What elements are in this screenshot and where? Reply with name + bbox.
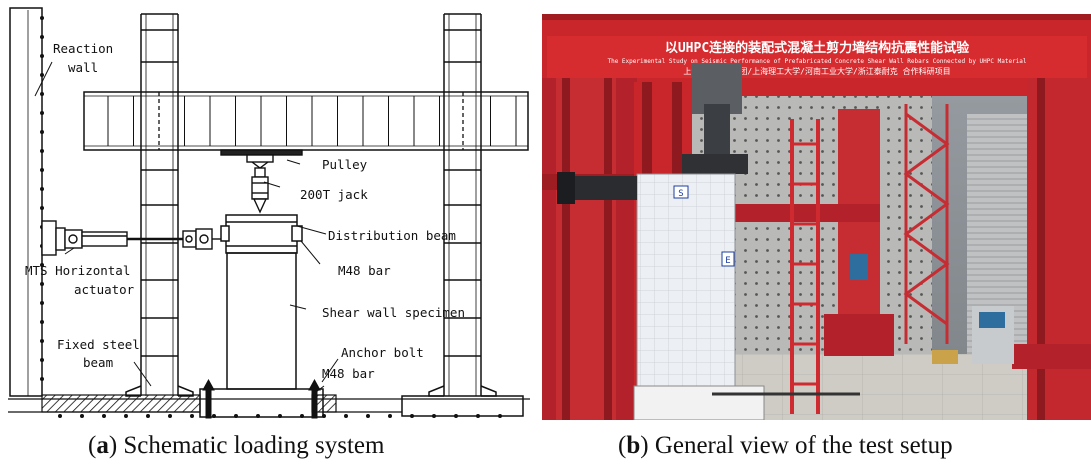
- shear-wall-specimen-photo: [637, 174, 735, 394]
- pulley: [220, 149, 303, 169]
- left-red-column: [542, 78, 637, 420]
- horizontal-actuator-photo: [557, 172, 637, 204]
- lattice-tower: [903, 104, 950, 344]
- specimen-tag-s: S: [678, 189, 683, 199]
- fixed-beam-label-1: Fixed steel: [57, 337, 140, 352]
- distribution-beam: [220, 214, 303, 254]
- banner-institutions: 上海建工二建集团/上海理工大学/河南工业大学/浙江泰耐克 合作科研项目: [683, 66, 950, 76]
- shear-wall-label: Shear wall specimen: [322, 305, 465, 320]
- center-red-pillar: [732, 109, 894, 356]
- caption-b-letter: (b): [618, 432, 649, 459]
- shear-wall-specimen: [199, 252, 324, 418]
- fixed-beam-label-2: beam: [83, 355, 113, 370]
- reaction-wall-bolts: [40, 16, 44, 381]
- fixed-steel-beam: [41, 394, 337, 413]
- hydraulic-jack: [251, 167, 269, 214]
- red-ladder: [790, 119, 820, 414]
- reaction-wall: [9, 7, 43, 397]
- caption-a-text: Schematic loading system: [117, 432, 385, 459]
- caption-b: (b) General view of the test setup: [618, 432, 953, 466]
- leader-lines: [34, 61, 339, 393]
- distribution-beam-label: Distribution beam: [328, 228, 456, 243]
- actuator-label-1: MTS Horizontal: [25, 263, 130, 278]
- test-setup-photo: 以UHPC连接的装配式混凝土剪力墙结构抗震性能试验 The Experiment…: [542, 14, 1091, 420]
- m48-bar-bottom-label: M48 bar: [322, 366, 375, 381]
- lab-equipment: [850, 254, 1014, 364]
- caption-a-letter: (a): [88, 432, 118, 459]
- actuator-label-2: actuator: [74, 282, 135, 297]
- mts-actuator: [41, 220, 221, 256]
- caption-b-text: General view of the test setup: [648, 432, 953, 459]
- cross-beam: [83, 91, 529, 151]
- jack-label: 200T jack: [300, 187, 368, 202]
- m48-bar-top-label: M48 bar: [338, 263, 391, 278]
- schematic-loading-system: Reaction wall Pulley 200T jack Distribut…: [8, 7, 530, 419]
- reaction-wall-label-2: wall: [68, 60, 98, 75]
- pulley-label: Pulley: [322, 157, 368, 172]
- banner-subtitle: The Experimental Study on Seismic Perfor…: [607, 58, 1026, 65]
- anchor-bolts: [202, 378, 321, 419]
- beam-dashed-lines: [158, 92, 464, 150]
- banner-title: 以UHPC连接的装配式混凝土剪力墙结构抗震性能试验: [665, 40, 970, 56]
- left-column: [125, 13, 194, 397]
- cross-beam-stiffeners: [107, 96, 517, 146]
- caption-a: (a) Schematic loading system: [88, 432, 384, 466]
- right-column: [401, 13, 524, 417]
- ground-bolts: [58, 414, 502, 418]
- reaction-wall-label-1: Reaction: [53, 41, 113, 56]
- specimen-tag-e: E: [725, 256, 730, 266]
- banner: [547, 36, 1087, 78]
- anchor-bolt-label: Anchor bolt: [341, 345, 424, 360]
- right-red-column: [1012, 78, 1091, 420]
